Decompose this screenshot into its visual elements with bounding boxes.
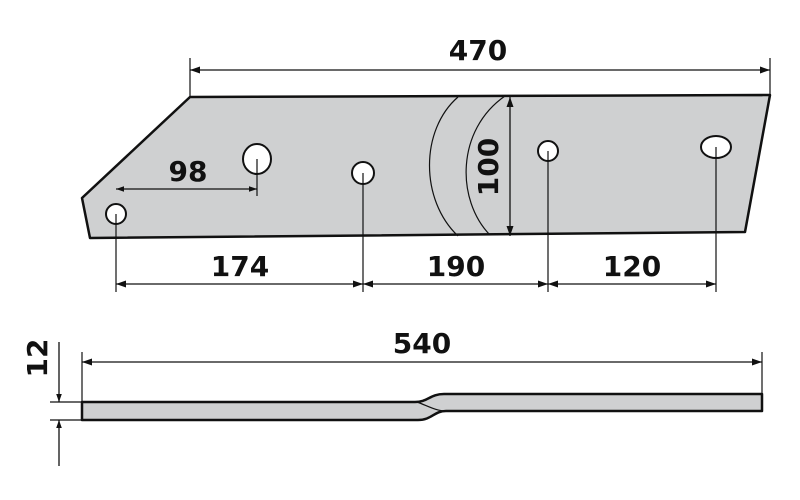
dim-label-thickness: 12 [21,339,54,378]
dim-label-segment-2: 190 [427,250,485,283]
plan-view: 470 98 100 174 190 120 [80,34,772,292]
extension-lines [115,58,771,292]
dim-label-segment-1: 174 [211,250,269,283]
dim-label-overall-length: 470 [449,34,507,67]
dim-label-hole-spacing: 98 [169,155,208,188]
dim-label-segment-3: 120 [603,250,661,283]
contour-line-outer [428,96,459,237]
blade-side-profile [80,392,764,422]
blade-outline [80,93,772,240]
dim-label-width: 100 [472,138,505,196]
side-view: 540 12 [21,327,764,466]
bend-line [416,401,447,412]
contour-line-inner [465,95,506,236]
dim-label-side-length: 540 [393,327,451,360]
